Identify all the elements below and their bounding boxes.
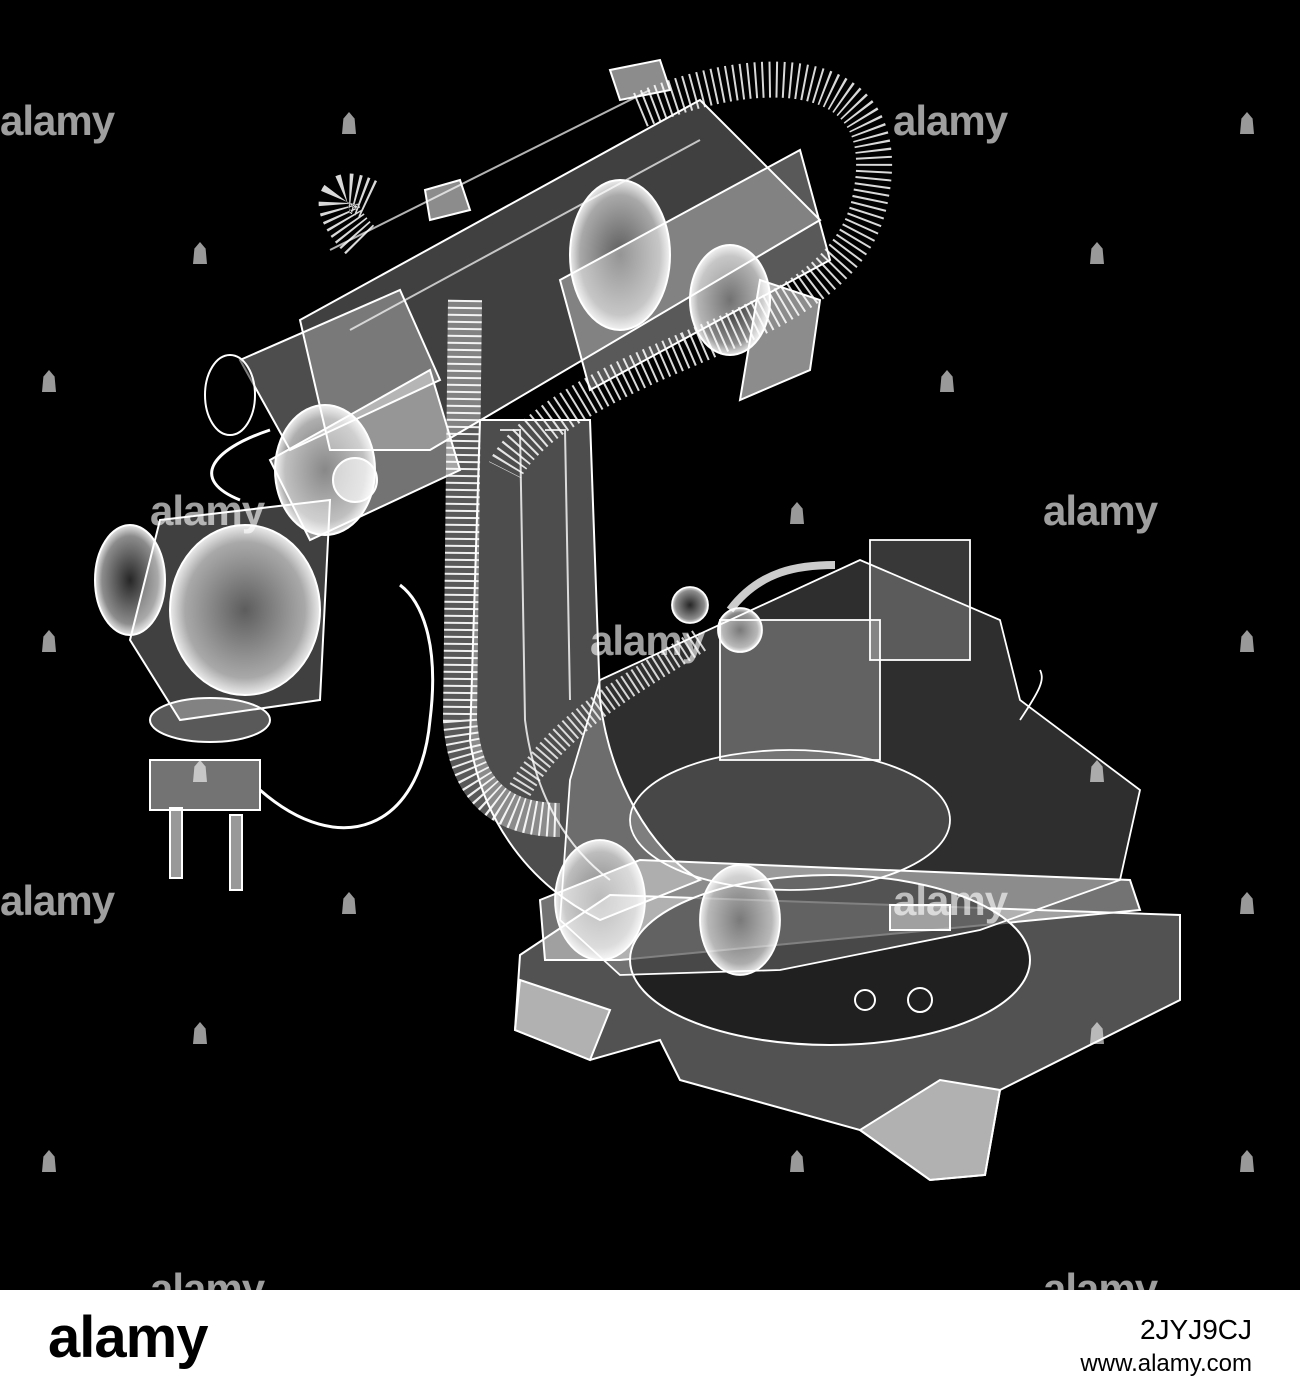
image-id: 2JYJ9CJ [1139, 1314, 1252, 1345]
robot-upper-arm [298, 58, 832, 451]
watermark-logo-mark [42, 1150, 56, 1172]
watermark-logo-mark [342, 892, 356, 914]
watermark-logo-mark [1240, 1150, 1254, 1172]
robot-lower-arm [468, 419, 703, 922]
watermark-logo-mark [1090, 1022, 1104, 1044]
watermark-logo-mark [790, 502, 804, 524]
watermark-logo-mark [1240, 630, 1254, 652]
watermark-text: alamy [0, 97, 115, 144]
site-url: www.alamy.com [1080, 1350, 1252, 1377]
stock-footer-bar: alamy 2JYJ9CJ www.alamy.com [0, 1290, 1300, 1381]
watermark-logo-mark [1090, 760, 1104, 782]
watermark-logo-mark [1240, 112, 1254, 134]
watermark-text: alamy [893, 877, 1008, 924]
watermark-logo-mark [1240, 892, 1254, 914]
watermark-text: alamy [150, 487, 265, 534]
watermark-logo-mark [1090, 242, 1104, 264]
watermark-logo-mark [940, 370, 954, 392]
alamy-logo: alamy [48, 1305, 208, 1370]
watermark-text: alamy [590, 617, 705, 664]
watermark-logo-mark [193, 760, 207, 782]
robot-gripper [94, 428, 435, 891]
watermark-logo-mark [342, 112, 356, 134]
watermark-text: alamy [0, 877, 115, 924]
watermark-logo-mark [193, 242, 207, 264]
cable-hose [318, 61, 893, 837]
robot-arm-xray-illustration [94, 58, 1181, 1182]
watermark-logo-mark [42, 630, 56, 652]
watermark-text: alamy [1043, 487, 1158, 534]
robot-forearm [204, 288, 462, 542]
watermark-text: alamy [893, 97, 1008, 144]
watermark-logo-mark [42, 370, 56, 392]
watermark-logo-mark [790, 1150, 804, 1172]
robot-turret [554, 539, 1142, 976]
watermark-logo-mark [193, 1022, 207, 1044]
